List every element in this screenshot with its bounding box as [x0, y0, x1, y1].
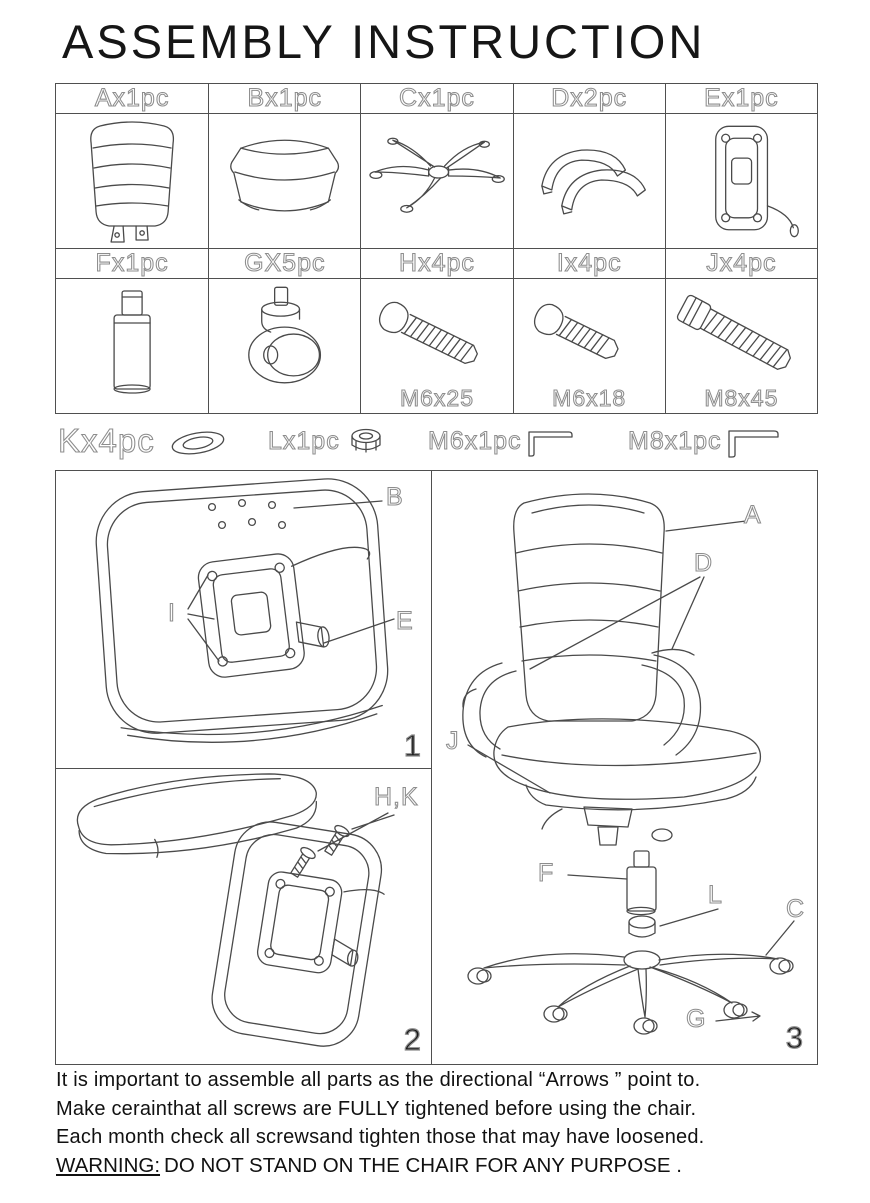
part-cell-h: Hx4pc M6x25	[360, 248, 513, 413]
diagram-step-3: A D J F L C G 3	[431, 470, 818, 1065]
part-label-f: Fx1pc	[56, 248, 209, 279]
step-number-1: 1	[403, 727, 421, 763]
part-label-c: Cx1pc	[361, 83, 513, 114]
screw-size-m6x25: M6x25	[399, 384, 475, 411]
callout-hk: H,K	[373, 782, 419, 811]
part-label-b: Bx1pc	[209, 83, 361, 114]
callout-c: C	[785, 894, 806, 923]
allen-key-m8-icon	[723, 426, 781, 460]
part-cell-a: Ax1pc	[56, 83, 209, 249]
part-label-j: Jx4pc	[665, 248, 817, 279]
warning-line: WARNING:DO NOT STAND ON THE CHAIR FOR AN…	[56, 1152, 832, 1181]
screw-m6x18-drawing: M6x18	[514, 279, 665, 413]
allen-key-m8-label: M8x1pc	[627, 426, 722, 455]
allen-key-m6-label: M6x1pc	[427, 426, 522, 455]
mechanism-plate-drawing	[666, 114, 817, 248]
screw-size-m6x18: M6x18	[552, 384, 627, 411]
backrest-drawing	[56, 114, 208, 248]
part-label-a: Ax1pc	[56, 83, 209, 114]
page-title: ASSEMBLY INSTRUCTION	[62, 15, 706, 68]
callout-g: G	[685, 1004, 707, 1033]
step-number-3: 3	[785, 1019, 803, 1055]
step-number-2: 2	[403, 1021, 421, 1057]
part-cell-d: Dx2pc	[512, 83, 665, 249]
part-cell-j: Jx4pc M8x45	[664, 248, 817, 413]
callout-j: J	[445, 726, 460, 755]
part-cell-f: Fx1pc	[56, 248, 209, 413]
bolt-size-m8x45: M8x45	[704, 384, 779, 411]
gas-lift-drawing	[56, 279, 208, 413]
caster-drawing	[209, 279, 360, 413]
callout-l: L	[707, 880, 723, 909]
loose-parts-row: Kx4pc Lx1pc M6x1pc M8x1pc	[55, 420, 817, 470]
part-label-e: Ex1pc	[665, 83, 817, 114]
callout-d: D	[693, 548, 714, 577]
seat-drawing	[209, 114, 360, 248]
footer-notes: It is important to assemble all parts as…	[56, 1066, 832, 1180]
part-label-g: GX5pc	[209, 248, 361, 279]
screw-m6x25-drawing: M6x25	[361, 279, 512, 413]
washer-label: Kx4pc	[57, 421, 155, 459]
bolt-m8x45-drawing: M8x45	[666, 279, 817, 413]
note-line-3: Each month check all screwsand tighten t…	[56, 1126, 705, 1148]
callout-b: B	[385, 482, 404, 511]
warning-text: DO NOT STAND ON THE CHAIR FOR ANY PURPOS…	[164, 1153, 682, 1177]
part-cell-c: Cx1pc	[360, 83, 513, 249]
parts-table: Ax1pc Bx1pc	[55, 83, 818, 414]
part-label-d: Dx2pc	[513, 83, 665, 114]
part-cell-g: GX5pc	[208, 248, 361, 413]
note-line-1: It is important to assemble all parts as…	[56, 1069, 701, 1091]
washer-icon	[167, 428, 229, 458]
warning-label: WARNING:	[56, 1153, 161, 1177]
callout-e: E	[395, 606, 414, 635]
diagram-step-2: H,K 2	[55, 768, 434, 1065]
note-line-2: Make cerainthat all screws are FULLY tig…	[56, 1097, 697, 1120]
diagram-step-1: B I E 1	[55, 470, 434, 771]
callout-i: I	[167, 598, 176, 627]
armrest-drawing	[514, 114, 665, 248]
base-drawing	[361, 114, 512, 248]
part-label-h: Hx4pc	[361, 248, 513, 279]
allen-key-m6-icon	[523, 428, 575, 458]
part-cell-i: Ix4pc M6x18	[512, 248, 665, 413]
part-label-i: Ix4pc	[513, 248, 665, 279]
nut-icon	[347, 426, 385, 458]
nut-label: Lx1pc	[267, 426, 340, 455]
part-cell-b: Bx1pc	[208, 83, 361, 249]
callout-a: A	[743, 500, 762, 529]
part-cell-e: Ex1pc	[664, 83, 817, 249]
callout-f: F	[537, 858, 555, 887]
